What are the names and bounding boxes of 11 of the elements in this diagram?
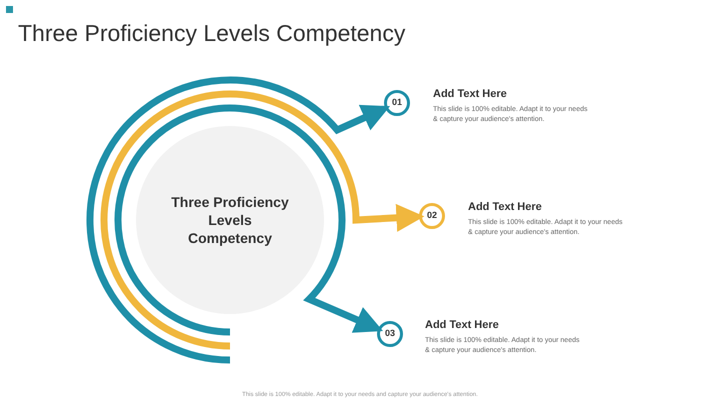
curved-arrow	[100, 90, 424, 350]
step-number: 01	[392, 96, 402, 110]
step-heading: Add Text Here	[468, 200, 543, 215]
slide-title: Three Proficiency Levels Competency	[18, 19, 406, 48]
curved-arrow	[86, 76, 390, 364]
center-title: Three Proficiency Levels Competency	[170, 193, 290, 247]
step-number: 02	[426, 209, 437, 222]
step-heading: Add Text Here	[425, 318, 500, 333]
step-heading: Add Text Here	[433, 87, 508, 102]
step-number: 03	[384, 327, 395, 340]
curved-arrow	[114, 104, 384, 336]
